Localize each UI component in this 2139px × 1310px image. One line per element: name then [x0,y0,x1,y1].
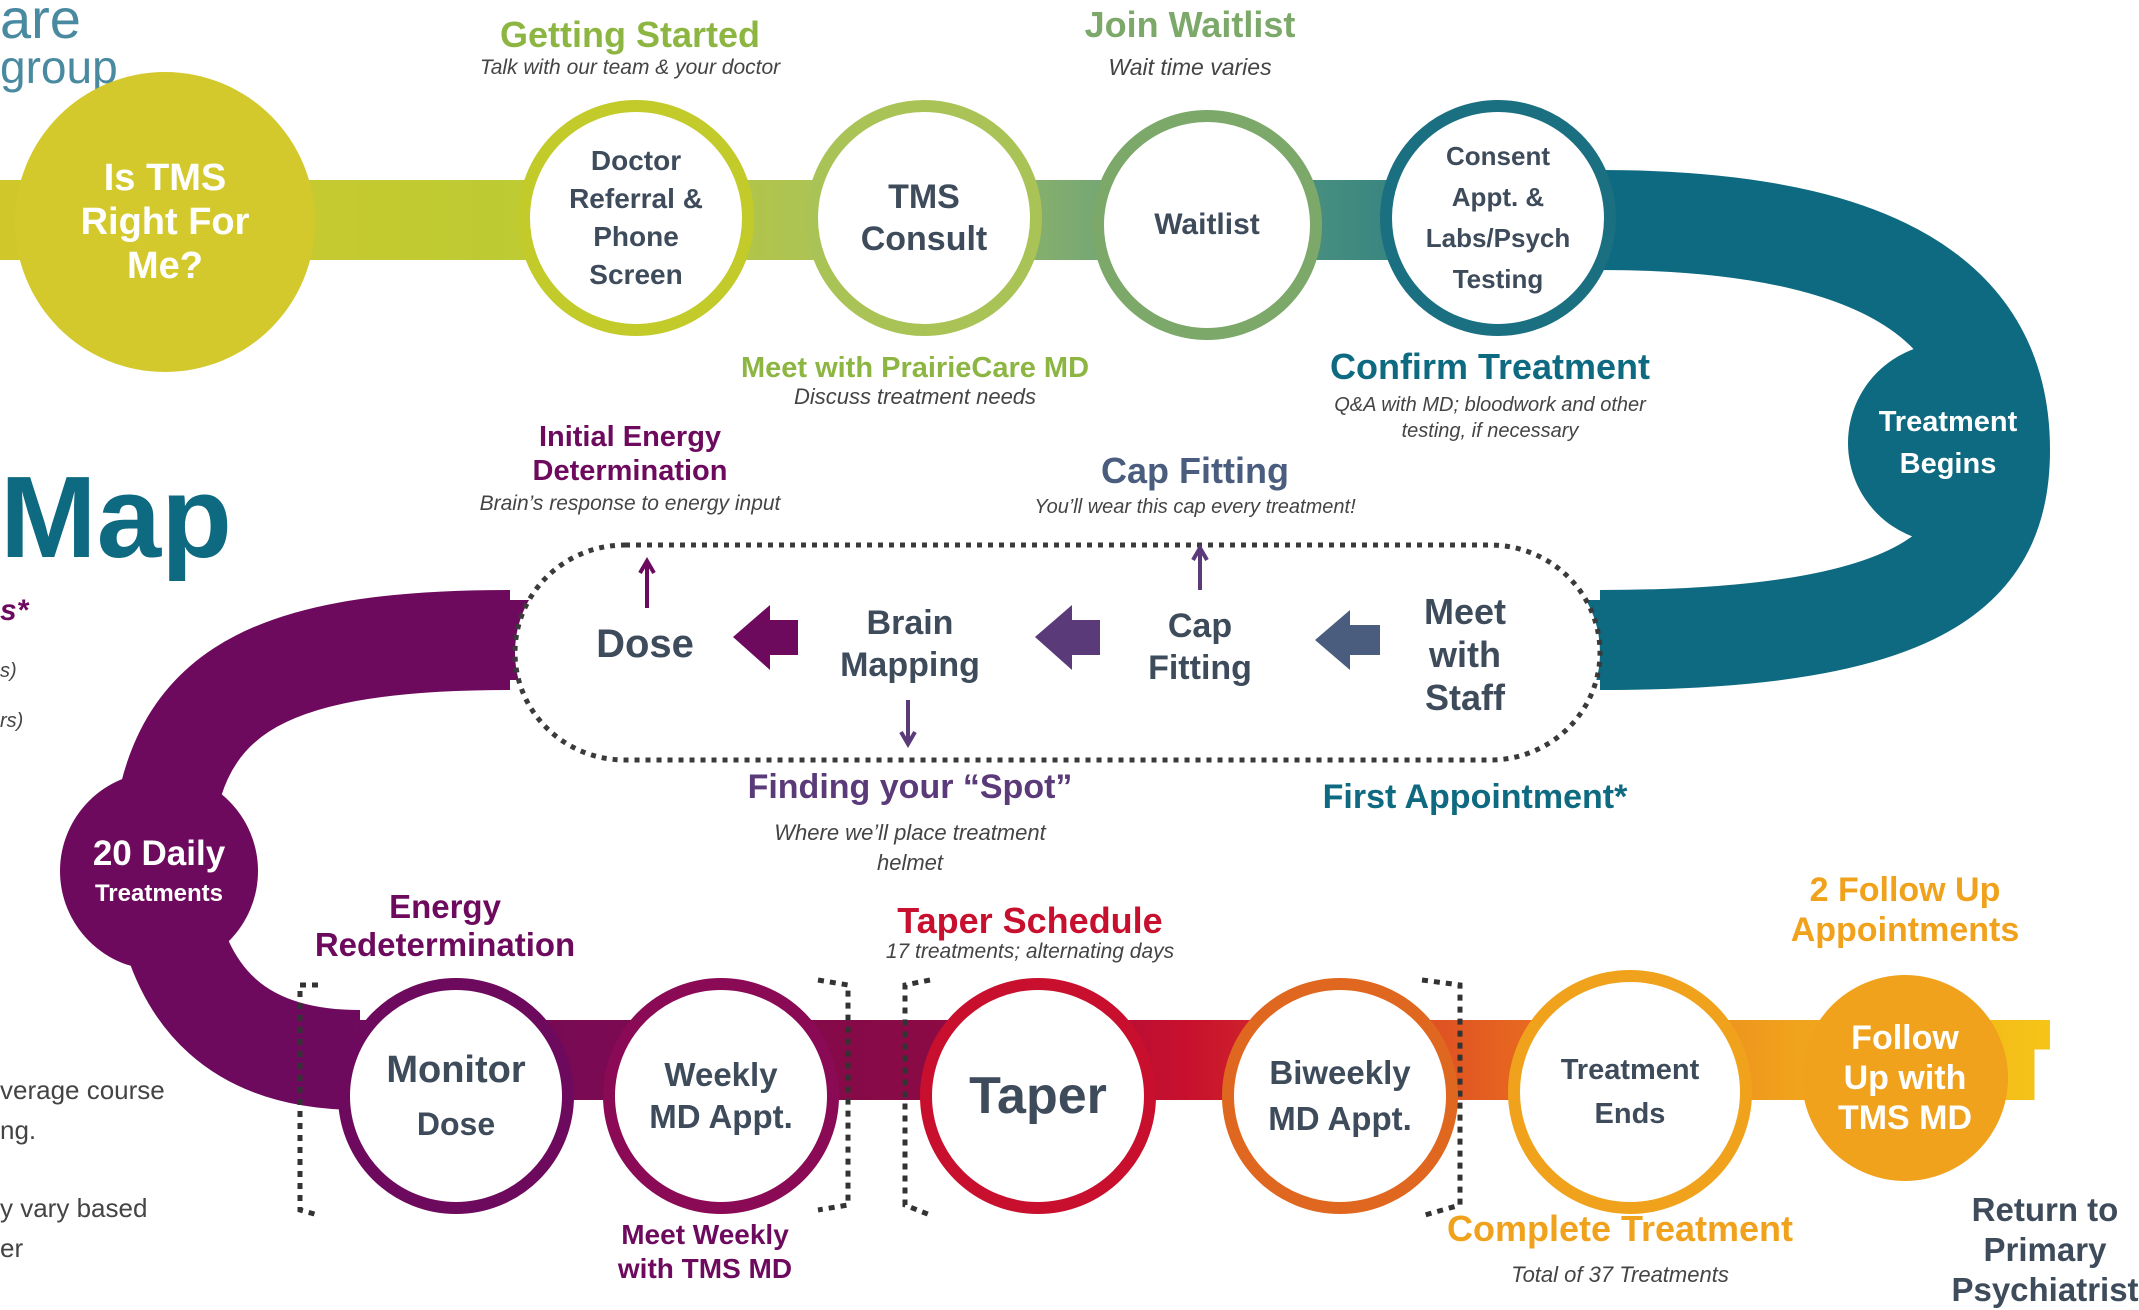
arrow-to-cap [1315,610,1380,670]
step-monitor: Monitor [386,1049,526,1091]
label-getting-started: Getting Started [499,14,760,55]
label-finding-spot: Finding your “Spot” [747,768,1073,806]
label-initial-energy-sub: Brain’s response to energy input [479,492,781,515]
label-getting-started-sub: Talk with our team & your doctor [479,56,781,79]
label-initial-energy: Initial Energy Determination [532,421,728,487]
label-meet-md-sub: Discuss treatment needs [793,384,1037,409]
arrow-down-spot [899,700,917,748]
road-bottom [320,1020,2050,1100]
step-biweekly-md-appt: Biweekly MD Appt. [1222,978,1458,1214]
logo-line-1: are [0,0,81,50]
step-monitor-dose-label: Dose [416,1106,496,1142]
label-return-to-psychiatrist: Return to Primary Psychiatrist [1951,1191,2139,1308]
label-confirm-treatment: Confirm Treatment [1329,346,1651,387]
step-taper: Taper [920,978,1156,1214]
left-note-3: verage course ng. [0,1075,165,1145]
step-20-daily: 20 Daily Treatments [60,772,258,970]
step-follow-up: Follow Up with TMS MD [1802,975,2008,1181]
bracket-energy-left [297,982,319,1218]
step-doctor-referral: Doctor Referral & Phone Screen [518,100,754,336]
label-confirm-treatment-sub: Q&A with MD; bloodwork and other testing… [1334,394,1646,442]
step-is-tms-right: Is TMS Right For Me? [15,72,315,372]
step-dose: Dose [596,622,694,666]
step-brain-mapping: Brain Mapping [840,604,980,684]
arrow-up-energy [638,557,656,608]
label-taper-schedule: Taper Schedule [897,900,1163,941]
label-taper-schedule-sub: 17 treatments; alternating days [885,940,1175,963]
label-finding-spot-sub: Where we’ll place treatment helmet [774,820,1046,875]
label-follow-up-appointments: 2 Follow Up Appointments [1790,871,2020,949]
step-tms-consult: TMS Consult [806,100,1042,336]
step-monitor-dose: Monitor Dose [338,978,574,1214]
label-complete-treatment-sub: Total of 37 Treatments [1511,1262,1729,1287]
arrow-to-brain [1035,605,1100,670]
left-note-asterisk: s* [0,594,29,627]
bracket-taper-right [1421,977,1463,1218]
bracket-taper-left [902,977,931,1218]
step-treatment-begins: Treatment Begins [1848,343,2048,543]
left-note-2: rs) [0,710,24,732]
arrow-up-cap [1191,544,1209,590]
label-cap-fitting-sub: You’ll wear this cap every treatment! [1034,496,1356,518]
label-energy-redetermination: Energy Redetermination [314,888,576,963]
step-cap-fitting: Cap Fitting [1148,607,1252,687]
label-join-waitlist: Join Waitlist [1084,4,1296,45]
label-complete-treatment: Complete Treatment [1446,1208,1794,1249]
bracket-energy-right [817,977,851,1213]
step-consent-appt: Consent Appt. & Labs/Psych Testing [1380,100,1616,336]
label-join-waitlist-sub: Wait time varies [1108,54,1272,80]
step-treatment-ends: Treatment Ends [1508,970,1752,1214]
label-first-appointment: First Appointment* [1322,778,1628,816]
exit-arrow [2034,1028,2139,1130]
step-waitlist: Waitlist [1092,110,1322,340]
left-note-4: y vary based er [0,1193,148,1263]
step-20-daily-big: 20 Daily [92,834,226,873]
step-meet-with-staff: Meet with Staff [1423,591,1507,718]
logo-line-2: group [0,41,118,93]
label-cap-fitting: Cap Fitting [1101,450,1289,491]
label-meet-weekly: Meet Weekly with TMS MD [617,1219,793,1284]
map-title: Map [0,452,232,582]
step-20-daily-small: Treatments [94,880,224,907]
left-note-1: s) [0,660,17,682]
label-meet-md: Meet with PrairieCare MD [740,352,1090,384]
arrow-to-dose [733,605,798,670]
step-weekly-md-appt: Weekly MD Appt. [603,978,839,1214]
